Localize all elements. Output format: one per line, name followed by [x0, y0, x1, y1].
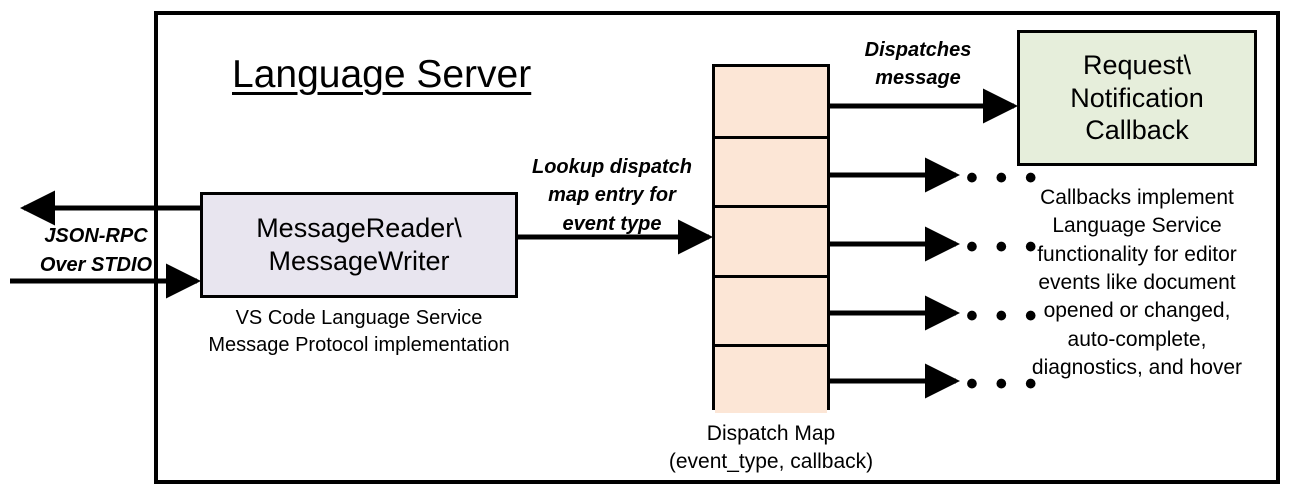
- dispatch-map-table[interactable]: [712, 64, 830, 413]
- dispatch-ellipsis: • • •: [966, 228, 1041, 266]
- dispatch-map-cell[interactable]: [715, 67, 827, 137]
- lookup-dispatch-label: Lookup dispatch map entry for event type: [516, 153, 708, 238]
- dispatch-map-cell[interactable]: [715, 343, 827, 413]
- callback-caption-line-1: Callbacks implement: [1040, 186, 1234, 209]
- message-io-caption-line-1: VS Code Language Service: [235, 307, 483, 329]
- dispatches-label-line-2: message: [875, 67, 961, 90]
- dispatch-map-caption: Dispatch Map (event_type, callback): [642, 420, 900, 477]
- jsonrpc-label-line-1: JSON-RPC: [44, 225, 148, 247]
- lookup-label-line-3: event type: [562, 212, 662, 235]
- language-server-frame: [154, 11, 1280, 484]
- callback-line-1: Request\: [1082, 50, 1192, 81]
- request-notification-callback-box[interactable]: Request\ Notification Callback: [1017, 30, 1257, 166]
- dispatch-ellipsis: • • •: [966, 159, 1041, 197]
- message-io-line-2: MessageWriter: [268, 246, 450, 276]
- dispatch-map-cell[interactable]: [715, 274, 827, 344]
- callback-caption-line-2: Language Service: [1052, 214, 1222, 238]
- callback-caption-line-4: events like document: [1038, 271, 1236, 295]
- dispatch-map-cell[interactable]: [715, 205, 827, 275]
- callback-caption-line-5: opened or changed,: [1043, 299, 1231, 323]
- dispatch-map-caption-line-1: Dispatch Map: [706, 422, 836, 445]
- message-reader-writer-caption: VS Code Language Service Message Protoco…: [196, 305, 522, 359]
- message-io-text: MessageReader\ MessageWriter: [256, 212, 462, 278]
- lookup-label-line-1: Lookup dispatch: [532, 156, 692, 178]
- callback-caption: Callbacks implement Language Service fun…: [1006, 184, 1268, 382]
- jsonrpc-label-line-2: Over STDIO: [39, 254, 153, 276]
- dispatch-ellipsis: • • •: [966, 297, 1041, 335]
- dispatch-map-caption-line-2: (event_type, callback): [668, 450, 874, 474]
- jsonrpc-transport-label: JSON-RPC Over STDIO: [26, 222, 166, 280]
- callback-caption-line-7: diagnostics, and hover: [1031, 356, 1243, 380]
- lookup-label-line-2: map entry for: [548, 184, 676, 207]
- callback-line-2: Notification: [1070, 82, 1204, 113]
- dispatches-message-label: Dispatches message: [828, 36, 1008, 93]
- callback-text: Request\ Notification Callback: [1070, 49, 1204, 146]
- dispatches-label-line-1: Dispatches: [864, 39, 972, 61]
- dispatch-ellipsis: • • •: [966, 365, 1041, 403]
- callback-caption-line-6: auto-complete,: [1067, 327, 1207, 351]
- dispatch-map-cell[interactable]: [715, 136, 827, 206]
- message-io-caption-line-2: Message Protocol implementation: [208, 334, 510, 356]
- message-io-line-1: MessageReader\: [256, 213, 462, 244]
- page-title: Language Server: [232, 53, 532, 96]
- callback-line-3: Callback: [1085, 115, 1189, 146]
- callback-caption-line-3: functionality for editor: [1037, 242, 1237, 266]
- message-reader-writer-box[interactable]: MessageReader\ MessageWriter: [200, 192, 518, 298]
